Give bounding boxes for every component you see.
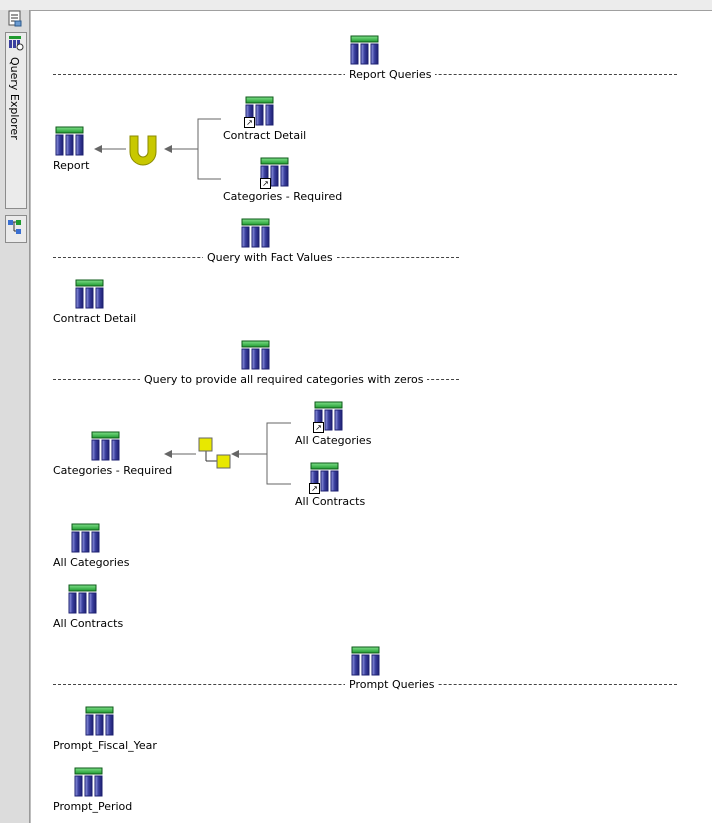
query-table-icon[interactable] <box>241 218 271 248</box>
shortcut-arrow-icon: ↗ <box>309 483 320 494</box>
query-table-icon[interactable] <box>241 340 271 370</box>
arrow-head <box>94 145 102 153</box>
query-table-icon <box>71 523 101 553</box>
query-label: Categories - Required <box>223 190 343 203</box>
query-label: All Categories <box>295 434 372 447</box>
section-title: Prompt Queries <box>345 678 439 691</box>
query-table-icon <box>74 767 104 797</box>
query-label: Contract Detail <box>223 129 307 142</box>
arrow-head <box>231 450 239 458</box>
shortcut-arrow-icon: ↗ <box>313 422 324 433</box>
query-table-icon[interactable] <box>350 35 380 65</box>
properties-icon[interactable] <box>6 10 24 28</box>
query-label: Categories - Required <box>53 464 173 477</box>
section-query-required-categories: Query to provide all required categories… <box>53 373 459 386</box>
connector-lines <box>94 118 291 485</box>
query-table-icon <box>55 126 85 156</box>
tab-source-explorer[interactable] <box>5 215 27 243</box>
query-label: Report <box>53 159 90 172</box>
query-table-icon <box>85 706 115 736</box>
tab-query-explorer[interactable]: Query Explorer <box>5 32 27 209</box>
section-query-fact-values: Query with Fact Values <box>53 251 459 264</box>
section-report-queries: Report Queries <box>53 68 677 81</box>
query-explorer-icon <box>8 35 24 54</box>
query-table-icon[interactable] <box>351 646 381 676</box>
arrow-head <box>164 145 172 153</box>
query-table-icon <box>75 279 105 309</box>
tab-query-explorer-label: Query Explorer <box>8 57 21 140</box>
query-table-icon <box>310 462 340 492</box>
query-label: All Contracts <box>53 617 124 630</box>
query-label: Prompt_Period <box>53 800 133 813</box>
shortcut-arrow-icon: ↗ <box>244 117 255 128</box>
query-label: All Contracts <box>295 495 366 508</box>
sidebar: Query Explorer <box>0 10 30 823</box>
union-icon[interactable] <box>127 134 159 169</box>
query-diagram-canvas[interactable]: Report Queries Query with Fact Values Qu… <box>30 11 712 823</box>
query-table-icon <box>91 431 121 461</box>
section-title: Query with Fact Values <box>203 251 337 264</box>
top-toolbar <box>0 0 712 11</box>
arrow-head <box>164 450 172 458</box>
query-label: Contract Detail <box>53 312 137 325</box>
source-tree-icon <box>8 220 21 234</box>
query-table-icon <box>68 584 98 614</box>
section-title: Report Queries <box>345 68 436 81</box>
section-title: Query to provide all required categories… <box>140 373 428 386</box>
query-label: All Categories <box>53 556 130 569</box>
section-prompt-queries: Prompt Queries <box>53 678 677 691</box>
join-icon[interactable] <box>197 437 233 474</box>
query-label: Prompt_Fiscal_Year <box>53 739 157 752</box>
shortcut-arrow-icon: ↗ <box>260 178 271 189</box>
